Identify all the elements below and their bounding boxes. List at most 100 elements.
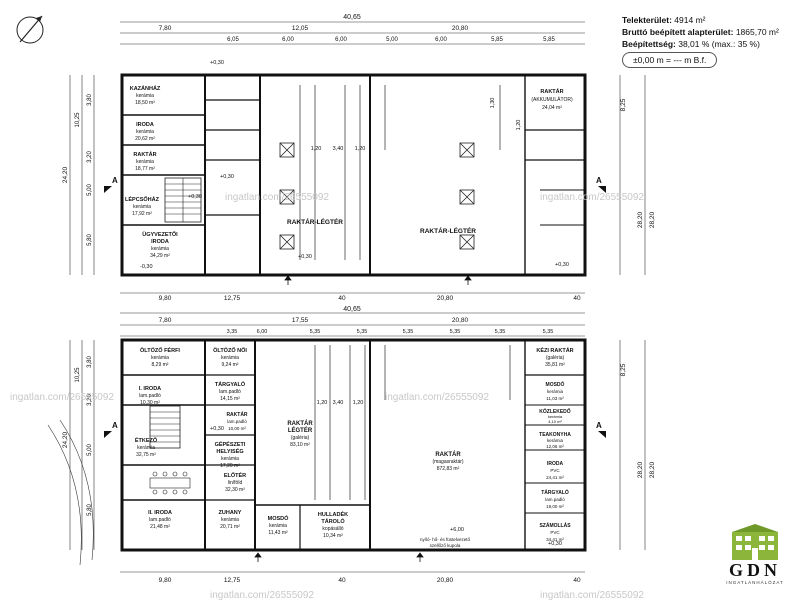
room-area: 34,41 m² — [546, 537, 564, 542]
room-area: 24,41 m² — [546, 475, 564, 480]
rooms-upper: KAZÁNHÁZ kerámia 18,50 m² IRODA kerámia … — [125, 85, 573, 259]
dim-top2: 6,05 — [227, 37, 239, 43]
room-area: 9,24 m² — [222, 362, 239, 368]
room-area: 14,15 m² — [220, 396, 240, 402]
brutto-label: Bruttó beépített alapterület: — [622, 27, 734, 37]
dim-left: 5,80 — [87, 234, 93, 246]
room-area: 872,83 m² — [437, 466, 460, 472]
section-arrow-icon — [598, 431, 606, 438]
room-name: KAZÁNHÁZ — [130, 85, 161, 92]
section-arrow-icon — [104, 186, 112, 193]
room-area: 21,48 m² — [150, 524, 170, 530]
room-floor: (galéria) — [291, 435, 310, 441]
room-floor: LÉGTÉR — [288, 426, 313, 434]
level-mark: +0,30 — [188, 194, 202, 200]
room-name: RAKTÁR-LÉGTÉR — [420, 226, 476, 235]
north-arrow-icon — [16, 15, 44, 44]
skylight-icon — [279, 142, 475, 250]
room-floor: kerámia — [136, 159, 154, 165]
room-name: MOSDÓ — [546, 380, 565, 388]
room-area: 17,20 m² — [220, 463, 240, 469]
watermark: ingatlan.com/26555092 — [10, 392, 114, 403]
dim-top2: 5,85 — [543, 37, 555, 43]
room-floor: kerámia — [547, 438, 564, 443]
room-name: TÁRGYALÓ — [541, 488, 569, 496]
level-mark: +0,30 — [220, 174, 234, 180]
room-area: 83,10 m² — [290, 442, 310, 448]
building-logo-icon — [732, 524, 778, 560]
plan-upper: 40,65 7,80 12,05 20,80 6,05 6,00 6,00 5,… — [62, 14, 656, 302]
dim-left-total: 10,25 — [75, 367, 81, 383]
level-mark: +0,30 — [555, 262, 569, 268]
dim-bottom: 40 — [573, 295, 581, 302]
note: nyíló- hő- és füstelvezető — [420, 537, 471, 542]
watermark: ingatlan.com/26555092 — [385, 392, 489, 403]
dim-top2: 6,00 — [335, 37, 347, 43]
dim-top: 7,80 — [159, 25, 172, 32]
room-floor: lam.padló — [227, 419, 247, 424]
room-name: IRODA — [136, 122, 154, 128]
dim-left: 5,80 — [87, 504, 93, 516]
entry-arrow-icon — [284, 275, 472, 285]
dim-total-width: 40,65 — [343, 306, 361, 313]
dim-left: 3,80 — [87, 94, 93, 106]
level-mark: -0,30 — [140, 264, 153, 270]
room-name: TÁRGYALÓ — [215, 380, 246, 388]
room-floor: (galéria) — [546, 355, 565, 361]
room-name: IRODA — [547, 461, 564, 467]
room-name: ÜGYVEZETŐI — [142, 231, 178, 238]
dim-top2: 6,00 — [435, 37, 447, 43]
dim-top2: 5,85 — [491, 37, 503, 43]
room-floor: kopásálló — [322, 526, 343, 532]
dim-bottom: 9,80 — [159, 295, 172, 302]
dim-top2: 6,00 — [282, 37, 294, 43]
dim-inner: 1,20 — [516, 120, 522, 131]
dim-top2: 5,35 — [450, 329, 461, 335]
room-name: ÖLTÖZŐ FÉRFI — [140, 346, 180, 354]
dim-left-total: 24,20 — [62, 431, 69, 448]
dim-inner: 1,30 — [490, 98, 496, 109]
dim-total-width: 40,65 — [343, 14, 361, 21]
dim-left: 3,20 — [87, 394, 93, 406]
room-name: ZUHANY — [219, 510, 242, 516]
beep-value: 38,01 % (max.: 35 %) — [678, 39, 760, 49]
dim-bottom: 40 — [338, 295, 346, 302]
room-name: KÉZI RAKTÁR — [536, 346, 573, 354]
room-name: RAKTÁR-LÉGTÉR — [287, 217, 343, 226]
stair-icon — [164, 177, 202, 223]
dim-top2: 5,00 — [386, 37, 398, 43]
dim-left-total: 24,20 — [62, 166, 69, 183]
dim-left: 5,00 — [87, 444, 93, 456]
room-floor: kerámia — [547, 389, 564, 394]
room-area: 32,75 m² — [136, 452, 156, 458]
room-area: 20,62 m² — [135, 136, 155, 142]
room-floor: kerámia — [137, 445, 155, 451]
room-name: RAKTÁR — [133, 151, 156, 158]
rooms-lower: ÖLTÖZŐ FÉRFI kerámia 8,29 m² ÖLTÖZŐ NŐI … — [135, 346, 574, 542]
room-area: 11,03 m² — [546, 396, 564, 401]
room-name: II. IRODA — [148, 510, 172, 516]
room-area: 10,30 m² — [140, 400, 160, 406]
room-floor: kerámia — [221, 517, 239, 523]
telek-label: Telekterület: — [622, 15, 672, 25]
room-area: 8,29 m² — [152, 362, 169, 368]
dim-top2: 5,35 — [543, 329, 554, 335]
room-name: GÉPÉSZETI — [215, 440, 246, 448]
logo-brand: GDN — [729, 560, 781, 580]
dim-top: 17,55 — [292, 317, 309, 324]
room-floor: PVC — [550, 530, 560, 535]
dim-bottom: 20,80 — [437, 577, 454, 584]
room-name: ÖLTÖZŐ NŐI — [213, 347, 247, 354]
section-a-left: A — [112, 176, 118, 185]
dim-right: 28,20 — [637, 211, 644, 228]
room-floor: lam.padló — [139, 393, 161, 399]
dim-right: 28,20 — [637, 461, 644, 478]
plan-lower: 40,65 7,80 17,55 20,80 3,35 6,00 5,35 5,… — [47, 306, 656, 584]
note: szellőző kupola — [430, 543, 461, 548]
dim-top2: 6,00 — [257, 329, 268, 335]
dim-top2: 3,35 — [227, 329, 238, 335]
room-area: 17,92 m² — [132, 211, 152, 217]
dim-bottom: 20,80 — [437, 295, 454, 302]
room-name: RAKTÁR — [435, 451, 461, 458]
